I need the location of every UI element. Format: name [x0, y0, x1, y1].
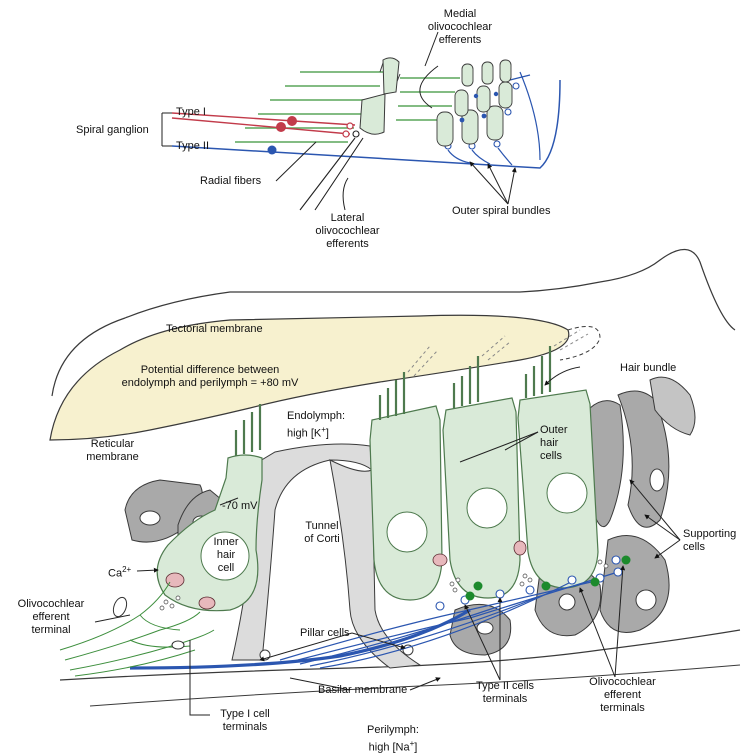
- type-one-ganglion-cell: [276, 122, 286, 132]
- label-endolymph: Endolymph: high [K+]: [287, 410, 345, 441]
- label-hair-bundle: Hair bundle: [620, 362, 676, 375]
- label-radial-fibers: Radial fibers: [200, 175, 261, 188]
- label-potential-difference: Potential difference between endolymph a…: [95, 364, 325, 390]
- label-calcium: Ca2+: [108, 563, 131, 581]
- label-outer-spiral-bundles: Outer spiral bundles: [452, 205, 550, 218]
- label-medial-olivocochlear: Medial olivocochlear efferents: [405, 8, 515, 47]
- label-spiral-ganglion: Spiral ganglion: [76, 124, 149, 137]
- top-inner-hair-cell: [360, 58, 400, 134]
- label-reticular-membrane: Reticular membrane: [75, 438, 150, 464]
- label-minus-seventy-mv: -70 mV: [222, 500, 257, 513]
- label-inner-hair-cell: Inner hair cell: [206, 536, 246, 575]
- label-basilar-membrane: Basilar membrane: [318, 684, 407, 697]
- label-outer-hair-cells: Outer hair cells: [540, 424, 568, 463]
- label-type-one-terminals: Type I cell terminals: [210, 708, 280, 734]
- label-supporting-cells: Supporting cells: [683, 528, 736, 554]
- organ-of-corti: [50, 249, 740, 715]
- label-tectorial-membrane: Tectorial membrane: [166, 323, 263, 336]
- top-outer-hair-cells: [437, 60, 512, 146]
- type-two-ganglion-cell: [268, 146, 277, 155]
- type-one-ganglion-cell: [287, 116, 297, 126]
- label-tunnel-of-corti: Tunnel of Corti: [292, 520, 352, 546]
- inner-hair-cell-stereocilia: [236, 404, 260, 456]
- label-olivocochlear-efferent-terminals: Olivocochlear efferent terminals: [575, 676, 670, 715]
- label-olivocochlear-efferent-terminal: Olivocochlear efferent terminal: [6, 598, 96, 637]
- label-type-two: Type II: [176, 140, 209, 153]
- label-type-one: Type I: [176, 106, 206, 119]
- label-pillar-cells: Pillar cells: [300, 627, 350, 640]
- label-perilymph: Perilymph: high [Na+]: [358, 724, 428, 755]
- label-type-two-terminals: Type II cells terminals: [465, 680, 545, 706]
- label-lateral-olivocochlear: Lateral olivocochlear efferents: [305, 212, 390, 251]
